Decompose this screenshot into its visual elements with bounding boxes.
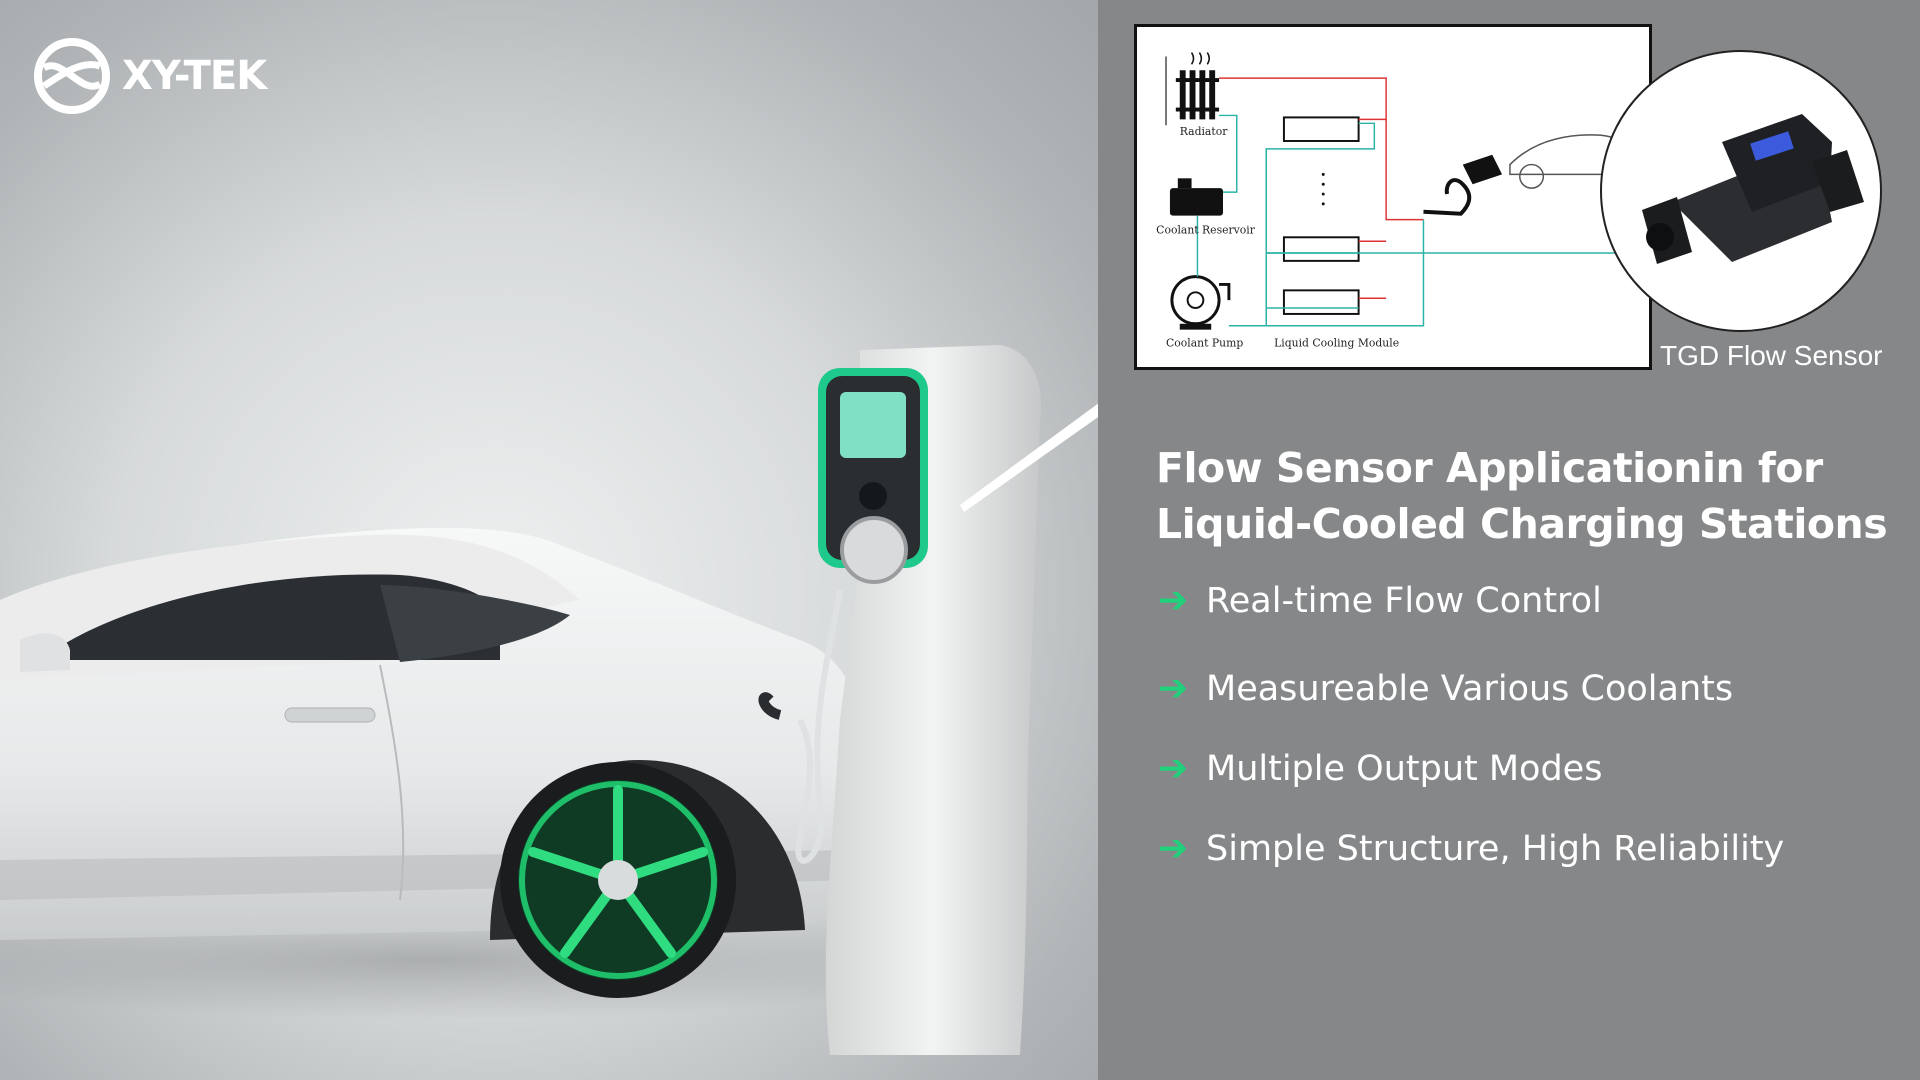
brand-logo: XY-TEK <box>32 36 267 116</box>
diagram-label-radiator: Radiator <box>1180 125 1228 138</box>
liquid-cooling-module-icons <box>1282 116 1360 315</box>
coolant-pump-icon <box>1170 275 1231 330</box>
feature-text: Simple Structure, High Reliability <box>1206 828 1785 869</box>
flow-sensor-graphic <box>1642 114 1864 264</box>
brand-name: XY-TEK <box>122 53 267 99</box>
feature-item: ➔ Measureable Various Coolants <box>1158 668 1733 709</box>
charging-gun-icon <box>1423 154 1503 216</box>
arrow-right-icon: ➔ <box>1158 668 1189 709</box>
diagram-label-liquid-cooling-module: Liquid Cooling Module <box>1274 336 1399 349</box>
feature-text: Multiple Output Modes <box>1206 748 1603 789</box>
arrow-right-icon: ➔ <box>1158 748 1189 789</box>
feature-item: ➔ Simple Structure, High Reliability <box>1158 828 1784 869</box>
diagram-label-coolant-pump: Coolant Pump <box>1166 336 1243 349</box>
feature-text: Measureable Various Coolants <box>1206 668 1734 709</box>
diagram-label-coolant-reservoir: Coolant Reservoir <box>1156 223 1256 236</box>
radiator-icon <box>1165 52 1220 126</box>
feature-text: Real-time Flow Control <box>1206 580 1602 621</box>
page-title: Flow Sensor Applicationin for Liquid-Coo… <box>1156 440 1896 552</box>
feature-item: ➔ Real-time Flow Control <box>1158 580 1602 621</box>
cooling-system-diagram: Radiator Coolant Reservoir Coolant Pump … <box>1134 24 1652 370</box>
xy-tek-logo-icon <box>34 38 110 114</box>
flow-sensor-label: TGD Flow Sensor <box>1660 340 1883 371</box>
arrow-right-icon: ➔ <box>1158 580 1189 621</box>
title-line-2: Liquid-Cooled Charging Stations <box>1156 500 1888 548</box>
photo-background <box>0 0 1098 1080</box>
cooling-diagram-graphic: Radiator Coolant Reservoir Coolant Pump … <box>1156 52 1646 349</box>
arrow-right-icon: ➔ <box>1158 828 1189 869</box>
flow-sensor-photo <box>1600 50 1882 332</box>
coolant-reservoir-icon <box>1169 178 1223 216</box>
car-wheel <box>500 762 736 998</box>
title-line-1: Flow Sensor Applicationin for <box>1156 444 1823 492</box>
feature-item: ➔ Multiple Output Modes <box>1158 748 1602 789</box>
car-and-charger-illustration <box>0 345 1041 1055</box>
